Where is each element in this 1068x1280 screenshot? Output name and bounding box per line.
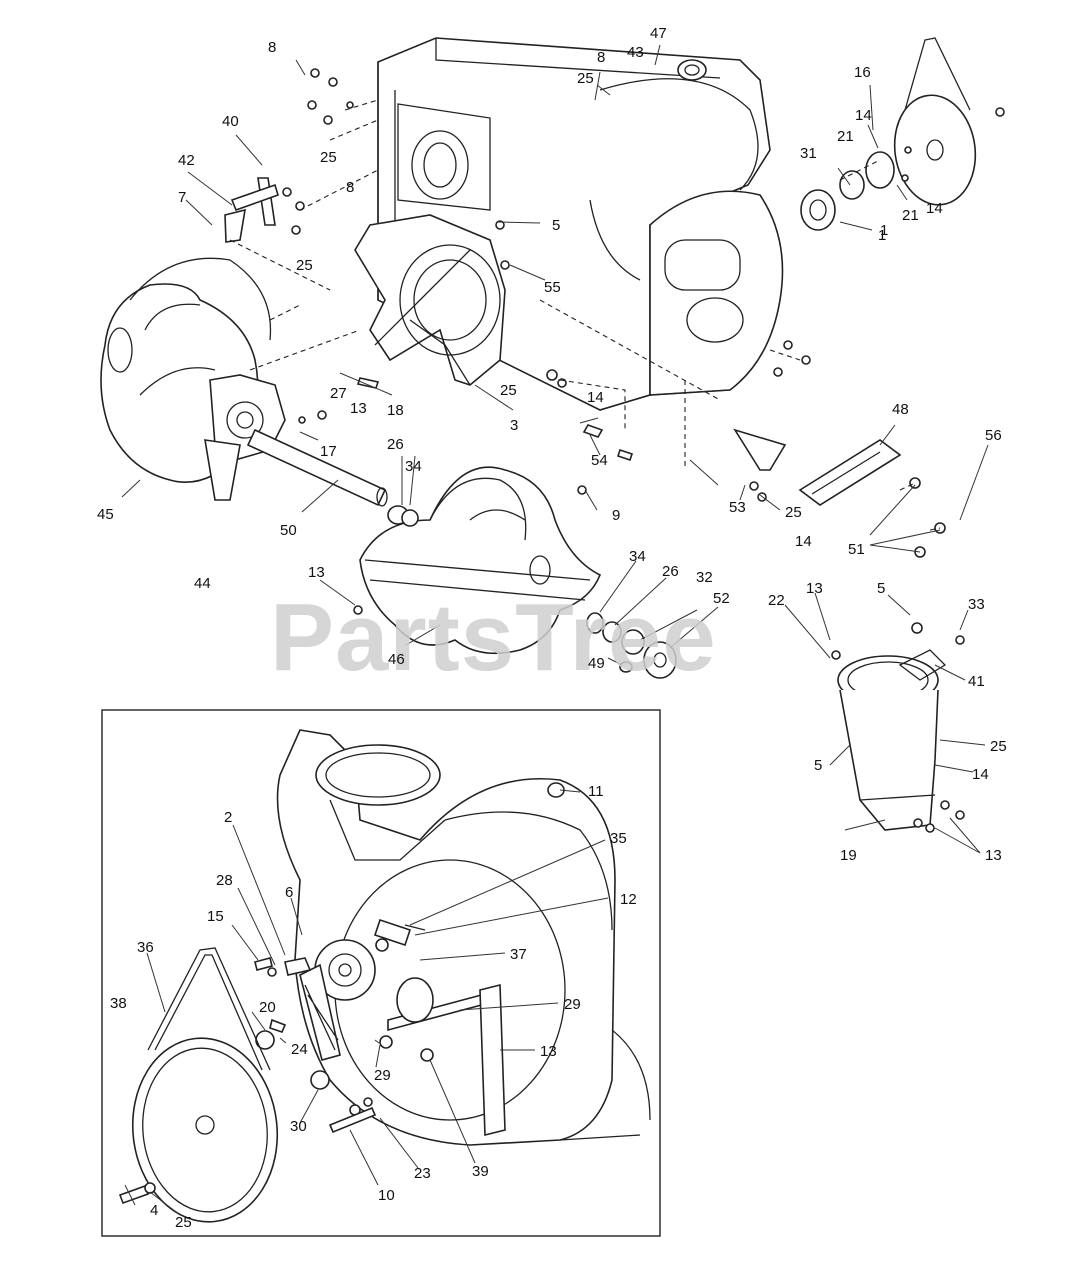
callout-1: 1	[880, 222, 888, 239]
callout-49: 49	[588, 655, 605, 672]
callout-13: 13	[985, 847, 1002, 864]
callout-1: 1	[878, 227, 886, 244]
callout-28: 28	[216, 872, 233, 889]
callout-5: 5	[552, 217, 560, 234]
callout-25: 25	[500, 382, 517, 399]
scraper-bar	[733, 428, 902, 506]
callout-8: 8	[597, 49, 605, 66]
callout-55: 55	[544, 279, 561, 296]
callout-46: 46	[388, 651, 405, 668]
callout-41: 41	[968, 673, 985, 690]
callout-47: 47	[650, 25, 667, 42]
callout-14: 14	[926, 200, 943, 217]
callout-30: 30	[290, 1118, 307, 1135]
callout-19: 19	[840, 847, 857, 864]
callout-8: 8	[346, 179, 354, 196]
assembly-lines	[229, 99, 941, 531]
callout-21: 21	[837, 128, 854, 145]
callout-38: 38	[110, 995, 127, 1012]
callout-40: 40	[222, 113, 239, 130]
callout-10: 10	[378, 1187, 395, 1204]
callout-25: 25	[296, 257, 313, 274]
callout-52: 52	[713, 590, 730, 607]
callout-34: 34	[629, 548, 646, 565]
callout-45: 45	[97, 506, 114, 523]
callout-14: 14	[587, 389, 604, 406]
callout-14: 14	[972, 766, 989, 783]
callout-25: 25	[990, 738, 1007, 755]
callout-25: 25	[577, 70, 594, 87]
callout-29: 29	[564, 996, 581, 1013]
bearing-parts	[387, 505, 677, 679]
idler-assembly	[254, 918, 506, 1137]
discharge-chute	[837, 649, 947, 831]
callout-7: 7	[178, 189, 186, 206]
callout-26: 26	[387, 436, 404, 453]
callout-9: 9	[612, 507, 620, 524]
callout-20: 20	[259, 999, 276, 1016]
callout-53: 53	[729, 499, 746, 516]
top-pulley-assembly	[800, 37, 977, 231]
callout-25: 25	[785, 504, 802, 521]
fan-housing	[276, 729, 651, 1146]
callout-11: 11	[588, 783, 604, 800]
callout-15: 15	[207, 908, 224, 925]
callout-17: 17	[320, 443, 337, 460]
callout-8: 8	[268, 39, 276, 56]
callout-32: 32	[696, 569, 713, 586]
callout-labels: 1 1 2 3 4 5 5 5 6 7 8 8 8 9 10 11 12 13 …	[97, 25, 1007, 1231]
callout-37: 37	[510, 946, 527, 963]
callout-2: 2	[224, 809, 232, 826]
callout-35: 35	[610, 830, 627, 847]
callout-21: 21	[902, 207, 919, 224]
callout-29: 29	[374, 1067, 391, 1084]
callout-56: 56	[985, 427, 1002, 444]
callout-3: 3	[510, 417, 518, 434]
callout-24: 24	[291, 1041, 308, 1058]
callout-50: 50	[280, 522, 297, 539]
callout-23: 23	[414, 1165, 431, 1182]
callout-51: 51	[848, 541, 865, 558]
callout-18: 18	[387, 402, 404, 419]
callout-31: 31	[800, 145, 817, 162]
callout-13: 13	[308, 564, 325, 581]
callout-48: 48	[892, 401, 909, 418]
drive-pulley	[118, 947, 279, 1223]
callout-12: 12	[620, 891, 637, 908]
arrow-icon	[121, 44, 989, 1216]
callout-27: 27	[330, 385, 347, 402]
callout-6: 6	[285, 884, 293, 901]
impeller	[354, 214, 506, 386]
inset-frame	[101, 709, 661, 1237]
callout-44: 44	[194, 575, 211, 592]
callout-42: 42	[178, 152, 195, 169]
callout-33: 33	[968, 596, 985, 613]
callout-16: 16	[854, 64, 871, 81]
right-auger	[359, 466, 602, 655]
callout-22: 22	[768, 592, 785, 609]
callout-34: 34	[405, 458, 422, 475]
adjust-brackets	[224, 177, 279, 243]
callout-13: 13	[806, 580, 823, 597]
callout-13: 13	[350, 400, 367, 417]
callout-5: 5	[877, 580, 885, 597]
callout-14: 14	[855, 107, 872, 124]
callout-25: 25	[320, 149, 337, 166]
callout-54: 54	[591, 452, 608, 469]
auger-shaft	[246, 428, 388, 507]
callout-39: 39	[472, 1163, 489, 1180]
callout-14: 14	[795, 533, 812, 550]
callout-25: 25	[175, 1214, 192, 1231]
left-auger	[100, 257, 286, 501]
callout-4: 4	[150, 1202, 158, 1219]
watermark: PartsTree	[270, 584, 717, 691]
callout-13: 13	[540, 1043, 557, 1060]
callout-36: 36	[137, 939, 154, 956]
callout-43: 43	[627, 44, 644, 61]
callout-26: 26	[662, 563, 679, 580]
callout-5: 5	[814, 757, 822, 774]
